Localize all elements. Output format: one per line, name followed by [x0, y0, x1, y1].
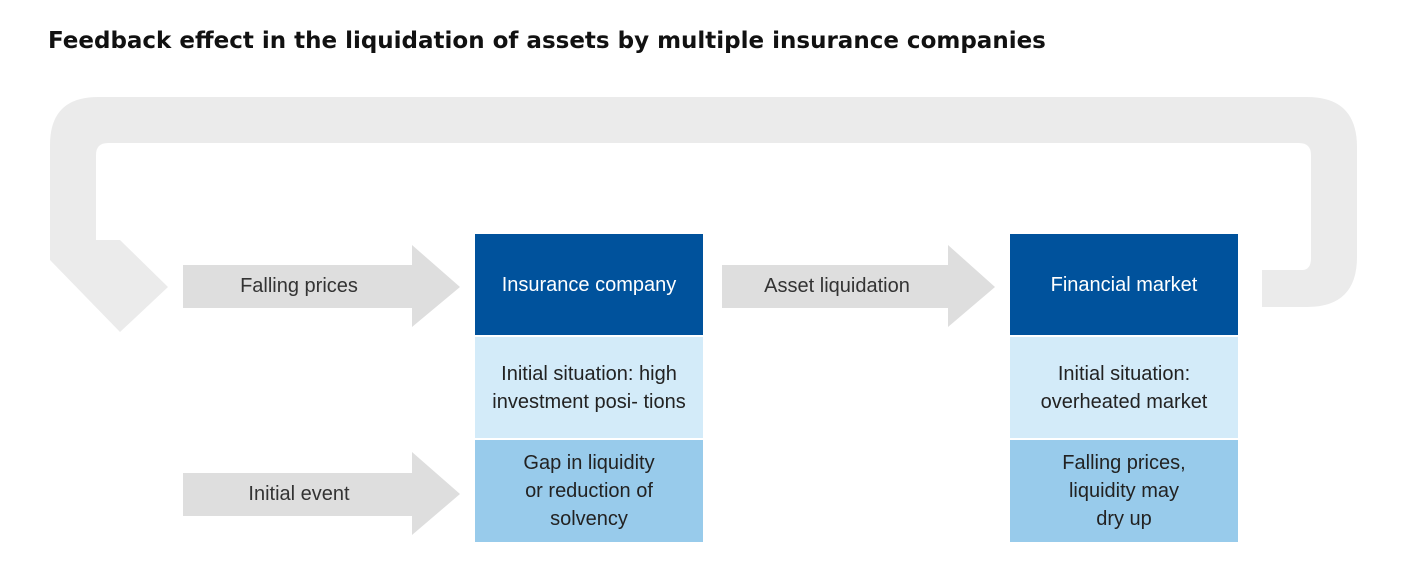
- market-falling-prices-box: Falling prices, liquidity may dry up: [1010, 440, 1238, 542]
- financial-market-header: Financial market: [1010, 234, 1238, 335]
- falling-prices-label: Falling prices: [240, 275, 358, 297]
- insurance-initial-situation: Initial situation: high investment posi-…: [475, 337, 703, 438]
- initial-event-label: Initial event: [248, 483, 350, 505]
- feedback-loop-arrow: [50, 97, 1357, 332]
- insurance-gap-box: Gap in liquidity or reduction of solvenc…: [475, 440, 703, 542]
- asset-liquidation-label: Asset liquidation: [764, 275, 910, 297]
- asset-liquidation-arrow: [722, 245, 995, 327]
- falling-prices-arrow: [183, 245, 460, 327]
- initial-event-arrow: [183, 452, 460, 535]
- market-initial-situation: Initial situation: overheated market: [1010, 337, 1238, 438]
- insurance-company-header: Insurance company: [475, 234, 703, 335]
- diagram-title: Feedback effect in the liquidation of as…: [48, 28, 1046, 54]
